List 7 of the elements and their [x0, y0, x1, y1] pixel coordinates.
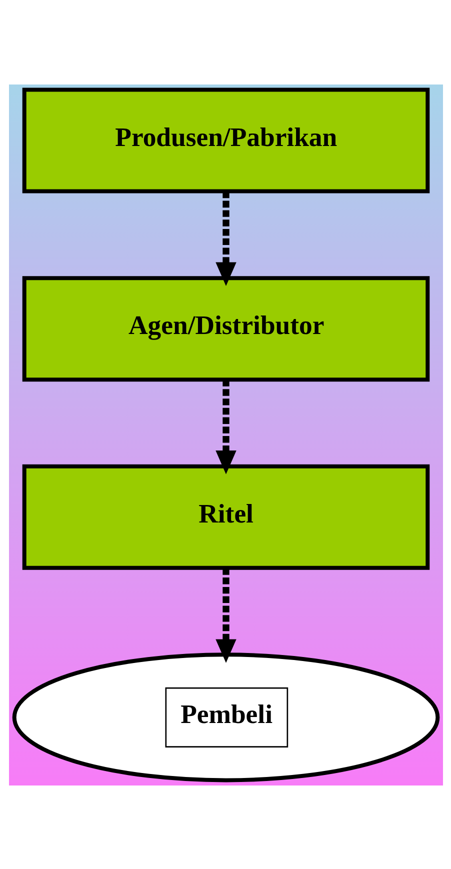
arrow [215, 568, 236, 662]
arrow [215, 379, 236, 474]
arrow [215, 191, 236, 286]
node-ellipse: Pembeli [12, 652, 440, 782]
node-box: Agen/Distributor [22, 276, 430, 382]
node-box: Produsen/Pabrikan [22, 87, 430, 193]
node-box: Ritel [22, 464, 430, 570]
